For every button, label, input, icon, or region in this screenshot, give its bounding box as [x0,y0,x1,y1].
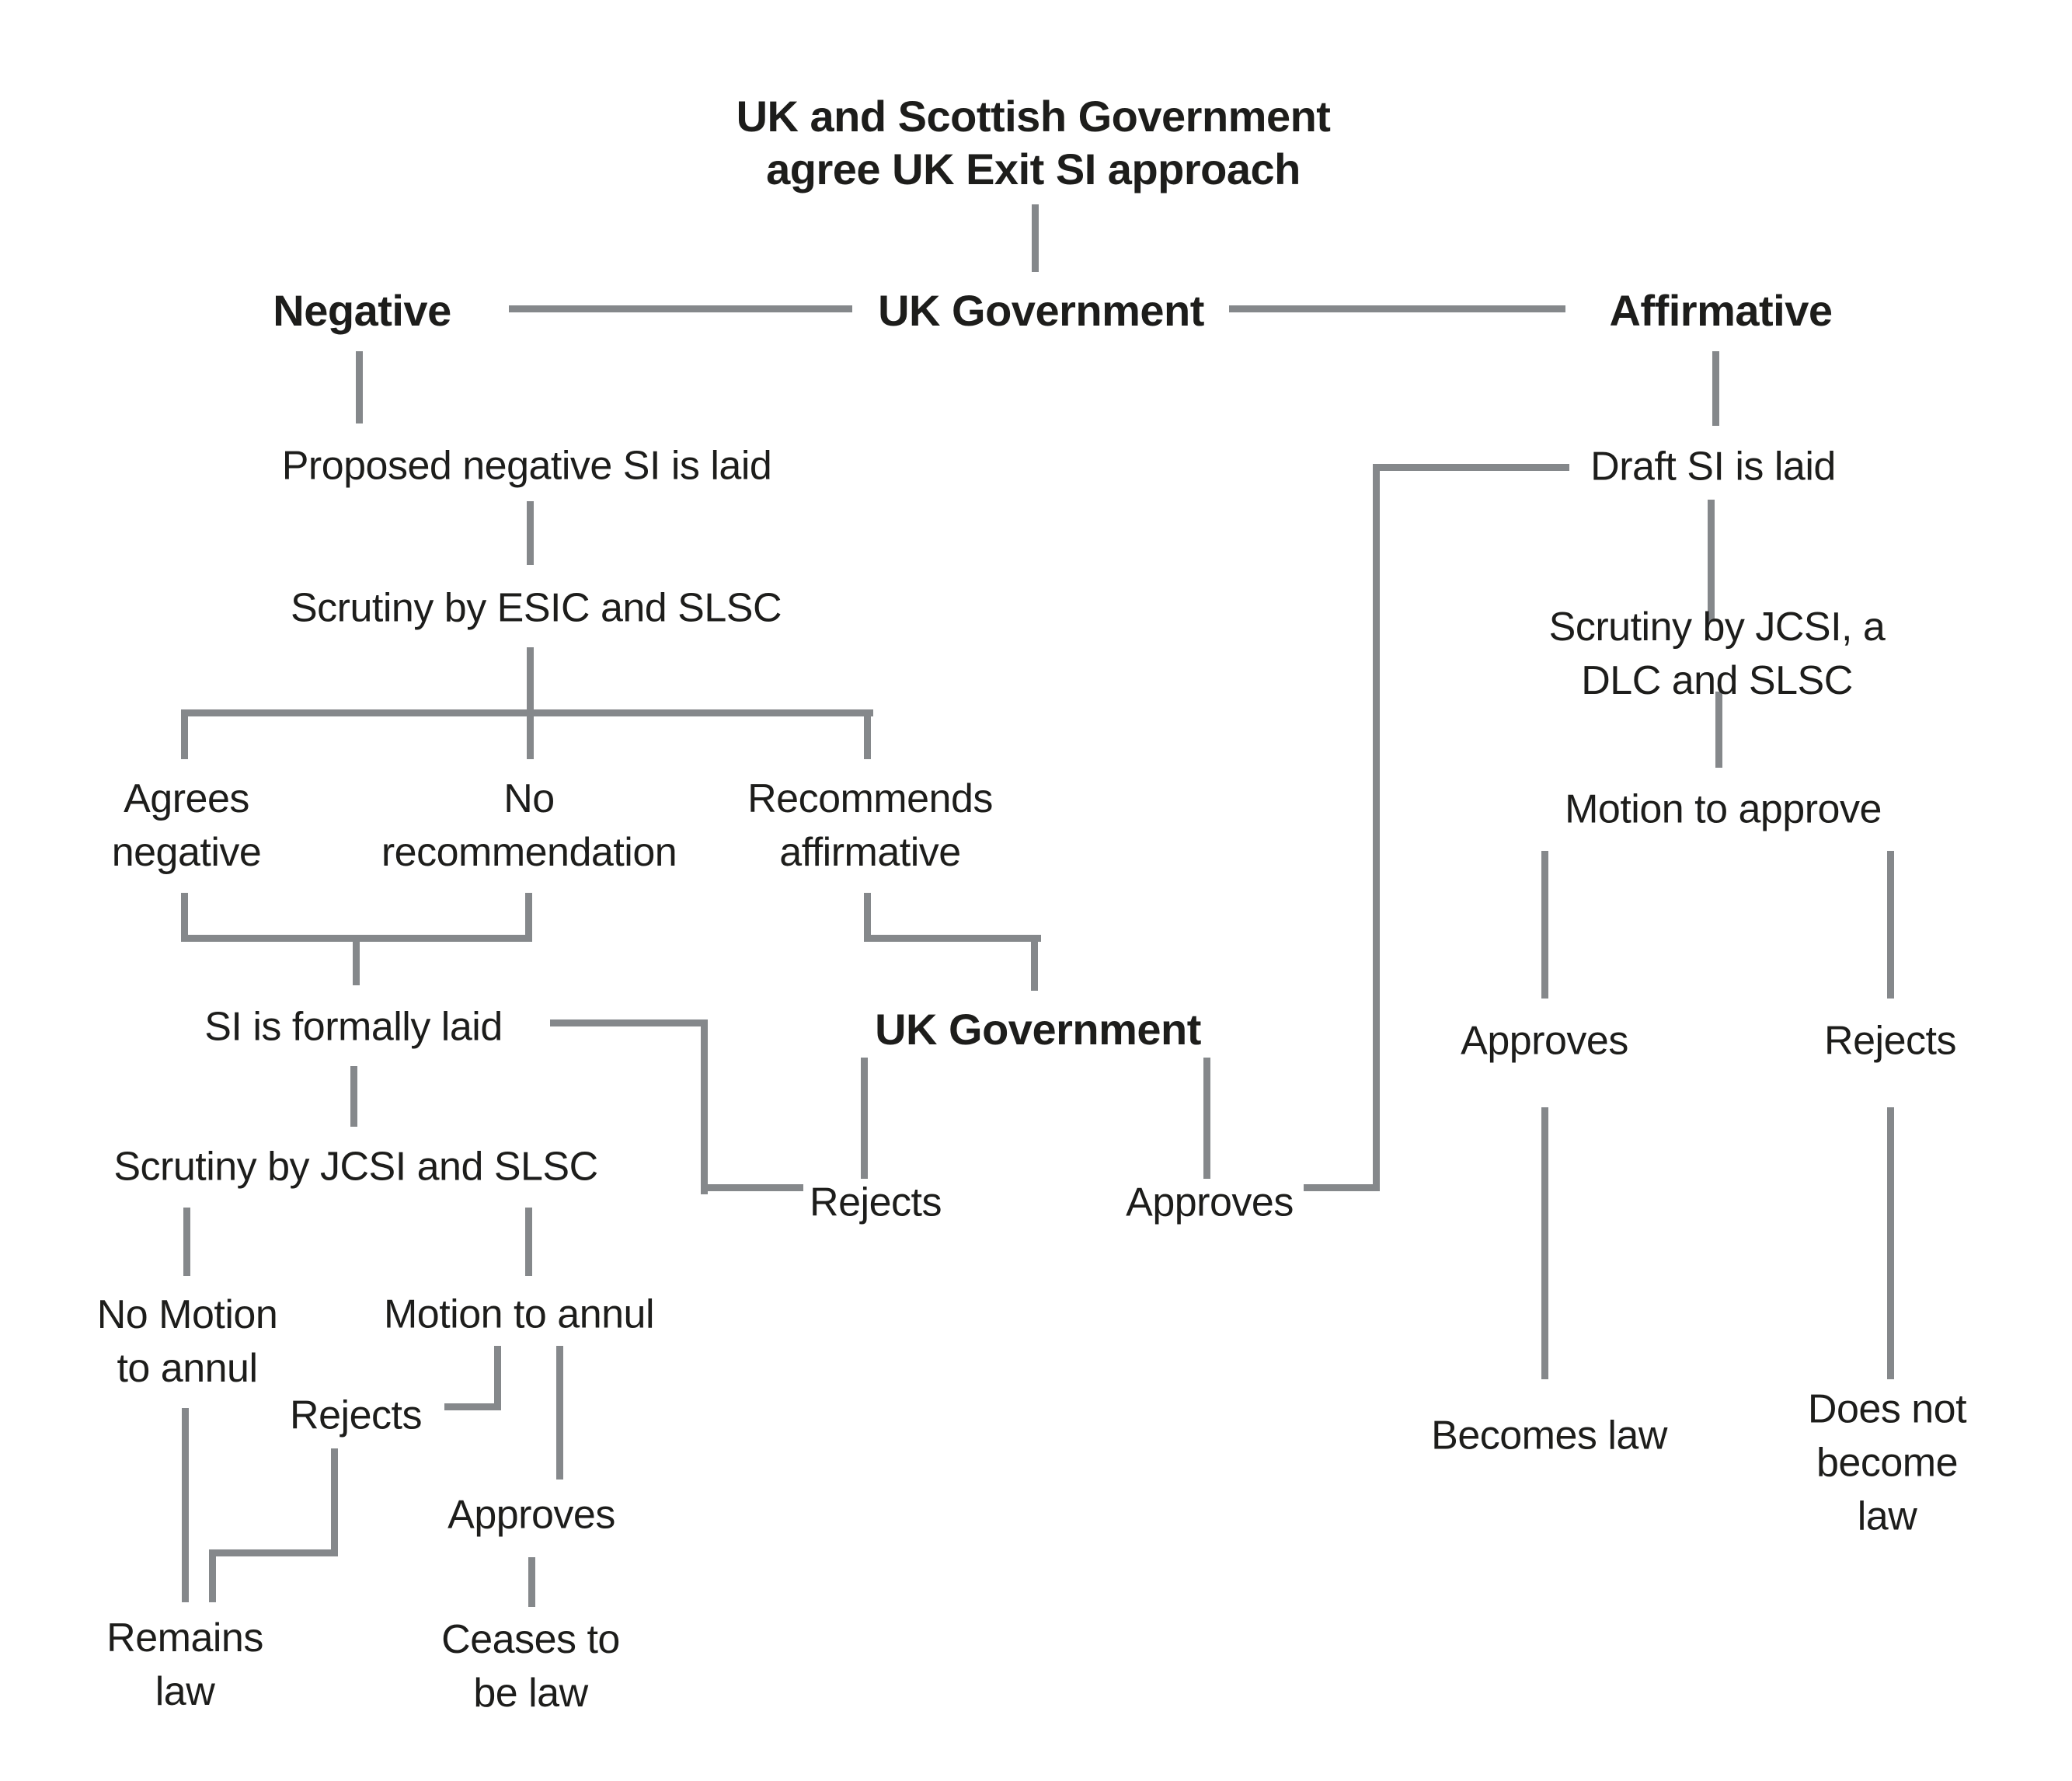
node-affirmative: Affirmative [1609,286,1833,335]
node-rejects-right: Rejects [1824,1018,1956,1064]
node-scrutiny-by-esic-and-slsc: Scrutiny by ESIC and SLSC [290,585,782,631]
node-negative: Negative [273,286,451,335]
node-approves-mid: Approves [1126,1180,1294,1225]
edge-approvesmid-draftsi-h [1373,464,1569,471]
node-rejects-left: Rejects [290,1392,422,1438]
edge-join-drop-silaid [353,935,360,985]
node-uk-government-top: UK Government [878,286,1204,335]
node-si-is-formally-laid: SI is formally laid [204,1004,503,1050]
edge-scrutinyesic-branch-stem [527,647,534,713]
node-recommends-affirmative: Recommends affirmative [747,776,993,875]
edge-branch-drop-norec [527,709,534,759]
edge-approvesright-becomeslaw [1541,1107,1548,1379]
edge-draftsi-scrutinyjcsidlc [1708,500,1715,622]
edge-rejectsleft-remains-v1 [331,1448,338,1556]
node-proposed-negative-si-is-laid: Proposed negative SI is laid [281,443,772,489]
edge-branch-drop-recommends [864,709,871,759]
edge-title-ukgovtop [1032,204,1039,272]
node-approves-right: Approves [1461,1018,1628,1064]
edge-agrees-join-v [181,893,188,941]
node-remains-law: Remains law [106,1615,263,1714]
edge-rejectsleft-remains-h [209,1549,338,1556]
edge-silaid-rejects-v [701,1019,708,1194]
node-no-motion-to-annul: No Motion to annul [96,1292,278,1391]
edge-rejectsleft-remains-v2 [209,1549,216,1602]
edge-negative-proposed [356,351,363,423]
node-becomes-law: Becomes law [1431,1413,1667,1459]
edge-scrutinyjcsislsc-motionannul [525,1208,532,1276]
edge-affirmative-draftsi [1712,351,1719,426]
node-ceases-to-be-law: Ceases to be law [441,1617,620,1716]
edge-silaid-scrutinyjcsislsc [350,1066,357,1127]
node-rejects-mid: Rejects [810,1180,942,1225]
edge-scrutinyjcsislsc-nomotion [183,1208,190,1276]
edge-motionannul-rejectsleft-v [494,1346,501,1410]
edge-approvesmid-draftsi-v [1373,464,1380,1191]
edge-recommends-drop-ukgovmid [1031,935,1038,991]
edge-approvesmid-elbow-h [1304,1184,1377,1191]
edge-negative-ukgovtop [509,305,852,312]
edge-silaid-rejects-h1 [550,1019,704,1026]
edge-approvesleft-ceases [528,1557,535,1607]
node-no-recommendation: No recommendation [381,776,677,875]
edge-motionannul-rejectsleft-h [444,1403,501,1410]
edge-ukgovmid-rejectsmid [861,1058,868,1179]
node-motion-to-annul: Motion to annul [383,1291,655,1337]
node-title: UK and Scottish Government agree UK Exit… [736,92,1331,193]
edge-rejectsright-doesnotbecomelaw [1887,1107,1894,1379]
node-approves-left: Approves [447,1492,615,1538]
node-does-not-become-law: Does not become law [1807,1386,1967,1539]
node-agrees-negative: Agrees negative [111,776,262,875]
edge-recommends-elbow-v [864,893,871,941]
edge-silaid-rejects-h2 [701,1184,803,1191]
node-motion-to-approve: Motion to approve [1565,786,1882,832]
node-scrutiny-by-jcsi-a-dlc-and-slsc: Scrutiny by JCSI, a DLC and SLSC [1548,605,1886,703]
node-scrutiny-by-jcsi-and-slsc: Scrutiny by JCSI and SLSC [113,1144,598,1190]
edge-motionannul-approvesleft [556,1346,563,1480]
edge-ukgovtop-affirmative [1229,305,1565,312]
node-draft-si-is-laid: Draft SI is laid [1590,444,1836,490]
edge-proposed-scrutinyesic [527,501,534,565]
edge-ukgovmid-approvesmid [1203,1058,1210,1179]
edge-motionapprove-approvesright [1541,851,1548,999]
edge-branch-drop-agrees [181,709,188,759]
edge-motionapprove-rejectsright [1887,851,1894,999]
node-uk-government-mid: UK Government [875,1005,1201,1054]
edge-scrutinyjcsidlc-motionapprove [1715,692,1722,768]
edge-nomotion-remainslaw [182,1408,189,1602]
edge-recommends-elbow-h [864,935,1041,942]
edge-norec-join-v [525,893,532,941]
